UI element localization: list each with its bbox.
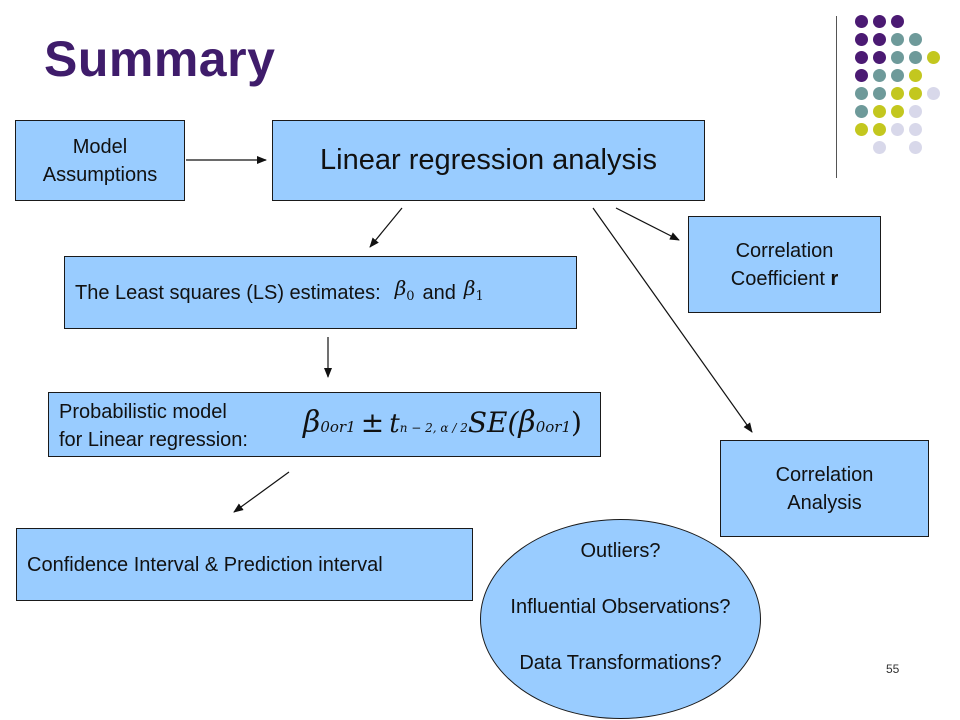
decorative-dot — [909, 69, 922, 82]
linear-regression-box: Linear regression analysis — [272, 120, 705, 201]
decorative-dot — [891, 33, 904, 46]
model-assumptions-line-1: Model — [72, 135, 128, 158]
confidence-interval-box: Confidence Interval & Prediction interva… — [16, 528, 473, 601]
decorative-dot — [909, 51, 922, 64]
decorative-dot — [873, 33, 886, 46]
arrow-regression-to-correlation-coefficient — [615, 207, 680, 241]
decorative-dot — [873, 69, 886, 82]
decorative-dot — [855, 123, 868, 136]
probabilistic-model-line-1: Probabilistic model — [59, 401, 227, 423]
decorative-dot — [927, 51, 940, 64]
decorative-dot — [891, 123, 904, 136]
correlation-analysis-line-2: Analysis — [787, 491, 862, 514]
decorative-dot — [855, 15, 868, 28]
ellipse-line-influential: Influential Observations? — [510, 596, 731, 618]
decorative-dot — [891, 15, 904, 28]
decorative-dot — [891, 51, 904, 64]
ellipse-line-transformations: Data Transformations? — [519, 652, 722, 674]
decorative-dot — [891, 87, 904, 100]
decorative-dot — [855, 51, 868, 64]
decorative-dot — [909, 87, 922, 100]
ellipse-line-outliers: Outliers? — [580, 540, 661, 562]
decorative-dot — [873, 15, 886, 28]
correlation-analysis-box: Correlation Analysis — [720, 440, 929, 537]
confidence-formula: β0or1 ± tn − 2, α / 2SE(β0or1) — [303, 405, 582, 440]
diagnostics-ellipse: Outliers? Influential Observations? Data… — [480, 519, 761, 719]
probabilistic-model-line-2: for Linear regression: — [59, 429, 248, 451]
decorative-dot — [855, 69, 868, 82]
arrow-probabilistic-to-confidence — [233, 471, 290, 513]
decorative-dot — [873, 105, 886, 118]
slide-title: Summary — [44, 31, 276, 87]
probabilistic-model-box: Probabilistic model for Linear regressio… — [48, 392, 601, 457]
page-number: 55 — [886, 662, 900, 676]
decorative-dot — [873, 123, 886, 136]
correlation-coefficient-box: Correlation Coefficient r — [688, 216, 881, 313]
arrow-regression-to-correlation-analysis — [592, 207, 753, 433]
least-squares-and: and — [422, 281, 456, 304]
decorative-dot — [891, 105, 904, 118]
confidence-interval-label: Confidence Interval & Prediction interva… — [27, 553, 383, 576]
decorative-dot — [927, 87, 940, 100]
decorative-dot — [873, 51, 886, 64]
correlation-coefficient-line-1: Correlation — [735, 239, 834, 262]
linear-regression-label: Linear regression analysis — [320, 144, 657, 176]
beta-1-symbol: β1 — [463, 276, 484, 304]
least-squares-label: The Least squares (LS) estimates: — [75, 281, 381, 304]
correlation-coefficient-line-2: Coefficient — [730, 267, 825, 290]
decorative-dot — [891, 69, 904, 82]
decorative-dot — [909, 33, 922, 46]
decorative-dot — [855, 87, 868, 100]
arrow-regression-to-least-squares — [369, 207, 403, 248]
decorative-dot — [855, 105, 868, 118]
decorative-divider — [836, 16, 837, 178]
decorative-dot — [909, 141, 922, 154]
decorative-dot — [873, 87, 886, 100]
decorative-dot — [873, 141, 886, 154]
decorative-dot — [909, 105, 922, 118]
correlation-r-symbol: r — [830, 267, 839, 290]
correlation-analysis-line-1: Correlation — [775, 463, 874, 486]
decorative-dot — [855, 33, 868, 46]
least-squares-box: The Least squares (LS) estimates: β0 and… — [64, 256, 577, 329]
decorative-dot — [909, 123, 922, 136]
model-assumptions-line-2: Assumptions — [42, 163, 158, 186]
model-assumptions-box: Model Assumptions — [15, 120, 185, 201]
beta-0-symbol: β0 — [394, 276, 415, 304]
